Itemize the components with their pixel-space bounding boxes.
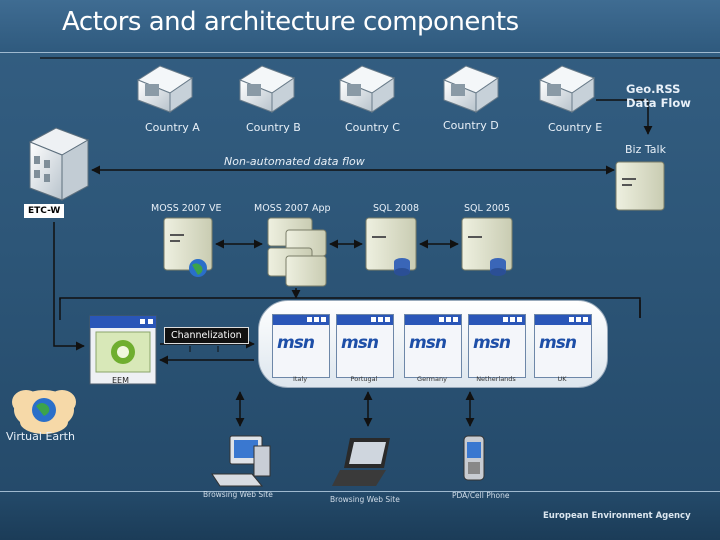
country-a-label: Country A [145, 121, 200, 134]
georss-label-line2: Data Flow [626, 96, 691, 110]
msn-card-uk[interactable]: msn [534, 314, 592, 378]
country-a-cube-icon [136, 65, 194, 113]
sql-2008-server-icon [365, 217, 417, 276]
client-label-phone: PDA/Cell Phone [452, 491, 510, 500]
portal-label-germany: Germany [417, 375, 447, 383]
client-label-desktop: Browsing Web Site [203, 490, 273, 499]
country-b-cube-icon [238, 65, 296, 113]
agency-name: European Environment Agency [543, 511, 691, 521]
virtual-earth-label: Virtual Earth [6, 430, 75, 443]
msn-logo: msn [277, 333, 315, 353]
pda-phone-icon [463, 435, 485, 481]
title-divider [0, 52, 720, 53]
georss-label-line1: Geo.RSS [626, 82, 681, 96]
msn-card-netherlands[interactable]: msn [468, 314, 526, 378]
sql-2005-server-icon [461, 217, 513, 276]
msn-logo: msn [539, 333, 577, 353]
msn-logo: msn [341, 333, 379, 353]
portal-label-portugal: Portugal [350, 375, 378, 383]
laptop-icon [332, 438, 390, 486]
server-label-moss-ve: MOSS 2007 VE [151, 203, 222, 214]
portal-label-uk: UK [557, 375, 567, 383]
eem-window-icon [89, 315, 157, 385]
etc-w-label: ETC-W [24, 204, 65, 218]
etc-w-building-icon [28, 127, 90, 201]
virtual-earth-cloud-icon [12, 390, 76, 434]
client-label-laptop: Browsing Web Site [330, 495, 400, 504]
msn-logo: msn [409, 333, 447, 353]
country-b-label: Country B [246, 121, 301, 134]
portal-label-italy: Italy [292, 375, 308, 383]
page-title: Actors and architecture components [62, 7, 519, 37]
msn-card-portugal[interactable]: msn [336, 314, 394, 378]
server-label-moss-app: MOSS 2007 App [254, 203, 331, 214]
country-c-cube-icon [338, 65, 396, 113]
country-c-label: Country C [345, 121, 400, 134]
country-e-label: Country E [548, 121, 603, 134]
msn-logo: msn [473, 333, 511, 353]
footer-divider [0, 491, 720, 492]
biztalk-server-icon [615, 161, 665, 211]
biztalk-label: Biz Talk [625, 143, 666, 156]
desktop-pc-icon [211, 435, 271, 487]
msn-card-germany[interactable]: msn [404, 314, 462, 378]
country-e-cube-icon [538, 65, 596, 113]
channelization-label: Channelization [164, 327, 249, 344]
country-d-label: Country D [443, 119, 499, 132]
server-label-sql-2005: SQL 2005 [464, 203, 510, 214]
country-d-cube-icon [442, 65, 500, 113]
title-band [0, 0, 720, 52]
non-automated-flow-label: Non-automated data flow [224, 155, 365, 168]
server-label-sql-2008: SQL 2008 [373, 203, 419, 214]
eem-label: EEM [112, 376, 130, 385]
moss-app-server-icon [267, 217, 327, 287]
moss-ve-server-icon [163, 217, 213, 271]
portal-label-netherlands: Netherlands [476, 375, 516, 383]
msn-card-italy[interactable]: msn [272, 314, 330, 378]
footer-band [0, 492, 720, 540]
